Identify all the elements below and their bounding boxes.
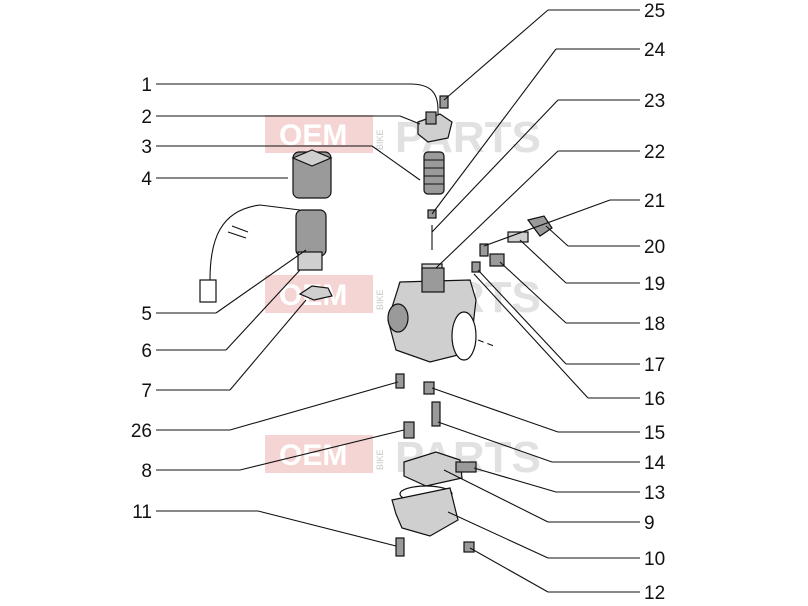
- callout-10: 10: [644, 549, 665, 570]
- watermark-3: OEM BIKE PARTS: [265, 433, 541, 482]
- part-rubber-cap: [291, 149, 333, 199]
- part-carburetor-body: [387, 267, 495, 363]
- part-jet-26: [395, 373, 405, 389]
- leaders-right: [431, 9, 640, 593]
- svg-text:OEM: OEM: [279, 439, 347, 472]
- callout-17: 17: [644, 355, 665, 376]
- part-retaining-plate: [298, 285, 333, 301]
- callout-15: 15: [644, 423, 665, 444]
- part-float-pin-13: [455, 461, 477, 473]
- svg-text:OEM: OEM: [279, 119, 347, 152]
- part-jet-15: [423, 381, 435, 395]
- callout-8: 8: [141, 461, 152, 482]
- leaders-left: [156, 83, 421, 547]
- callouts-left: 1 2 3 4 5 6 7 26 8 11: [131, 75, 153, 523]
- callout-21: 21: [644, 191, 665, 212]
- part-screw-11: [395, 537, 405, 557]
- svg-text:BIKE: BIKE: [375, 289, 385, 310]
- callout-5: 5: [141, 304, 152, 325]
- part-jet-14: [431, 401, 441, 427]
- callouts-right: 25 24 23 22 21 20 19 18 17 16 15 14 13 9…: [644, 1, 666, 604]
- svg-text:BIKE: BIKE: [375, 129, 385, 150]
- part-float: [403, 451, 463, 487]
- part-spring: [423, 151, 445, 195]
- callout-6: 6: [141, 341, 152, 362]
- callout-25: 25: [644, 1, 665, 22]
- callout-2: 2: [141, 107, 152, 128]
- part-float-bowl: [391, 485, 459, 537]
- callout-11: 11: [132, 502, 152, 523]
- callout-14: 14: [644, 453, 666, 474]
- callout-23: 23: [644, 91, 665, 112]
- callout-4: 4: [141, 169, 152, 190]
- part-jet-17: [471, 261, 481, 273]
- callout-9: 9: [644, 513, 655, 534]
- callout-20: 20: [644, 237, 665, 258]
- callout-24: 24: [644, 40, 666, 61]
- callout-18: 18: [644, 314, 665, 335]
- part-screw-12: [463, 541, 475, 553]
- callout-26: 26: [131, 421, 152, 442]
- part-screw-25: [439, 95, 449, 109]
- callout-1: 1: [141, 75, 152, 96]
- part-electric-choke: [199, 204, 327, 303]
- callout-7: 7: [141, 381, 152, 402]
- svg-text:PARTS: PARTS: [395, 113, 541, 162]
- callout-19: 19: [644, 274, 665, 295]
- part-carburetor-cap: [417, 111, 453, 143]
- part-jet-21: [479, 243, 489, 257]
- callout-13: 13: [644, 483, 665, 504]
- part-jet-8: [403, 421, 415, 439]
- callout-22: 22: [644, 142, 665, 163]
- callout-12: 12: [644, 583, 665, 604]
- callout-16: 16: [644, 389, 665, 410]
- part-choke-cable: [409, 83, 439, 118]
- svg-text:BIKE: BIKE: [375, 449, 385, 470]
- callout-3: 3: [141, 137, 152, 158]
